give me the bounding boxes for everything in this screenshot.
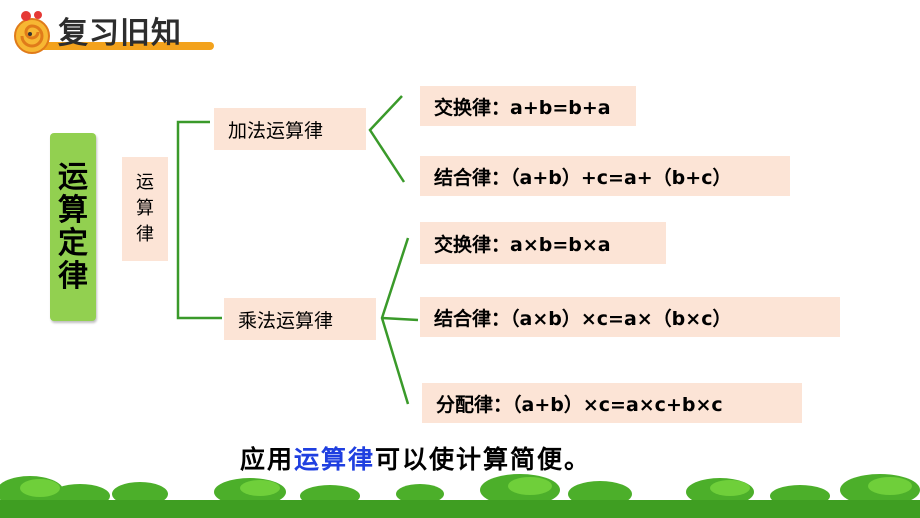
header-underline: [38, 42, 214, 50]
addition-associative-rule: 结合律：（a+b）+c=a+（b+c）: [420, 156, 790, 196]
summary-note: 应用运算律可以使计算简便。: [240, 440, 591, 476]
addition-law-node: 加法运算律: [214, 108, 366, 150]
sub-char: 运: [136, 171, 154, 193]
addition-commutative-rule: 交换律：a+b=b+a: [420, 86, 636, 126]
sub-node: 运 算 律: [122, 157, 168, 261]
multiplication-associative-rule: 结合律：（a×b）×c=a×（b×c）: [420, 297, 840, 337]
header: 复习旧知: [10, 6, 214, 54]
multiplication-commutative-rule: 交换律：a×b=b×a: [420, 222, 666, 264]
root-char: 定: [58, 226, 88, 261]
page-title: 复习旧知: [58, 16, 182, 51]
root-char: 律: [58, 259, 88, 294]
sub-char: 律: [136, 224, 154, 246]
note-prefix: 应用: [240, 445, 295, 474]
distributive-rule: 分配律：（a+b）×c=a×c+b×c: [422, 383, 802, 423]
multiplication-connector: [380, 237, 419, 405]
snail-mascot-icon: [14, 11, 50, 54]
addition-connector: [368, 95, 406, 183]
sub-char: 算: [136, 197, 154, 219]
root-char: 算: [58, 193, 88, 228]
sub-connector: [176, 120, 222, 320]
root-char: 运: [58, 160, 88, 195]
multiplication-law-node: 乘法运算律: [224, 298, 376, 340]
note-suffix: 可以使计算简便。: [375, 445, 592, 474]
root-node: 运 算 定 律: [50, 133, 96, 321]
note-highlight: 运算律: [294, 445, 376, 474]
grass-decoration: [0, 474, 920, 518]
